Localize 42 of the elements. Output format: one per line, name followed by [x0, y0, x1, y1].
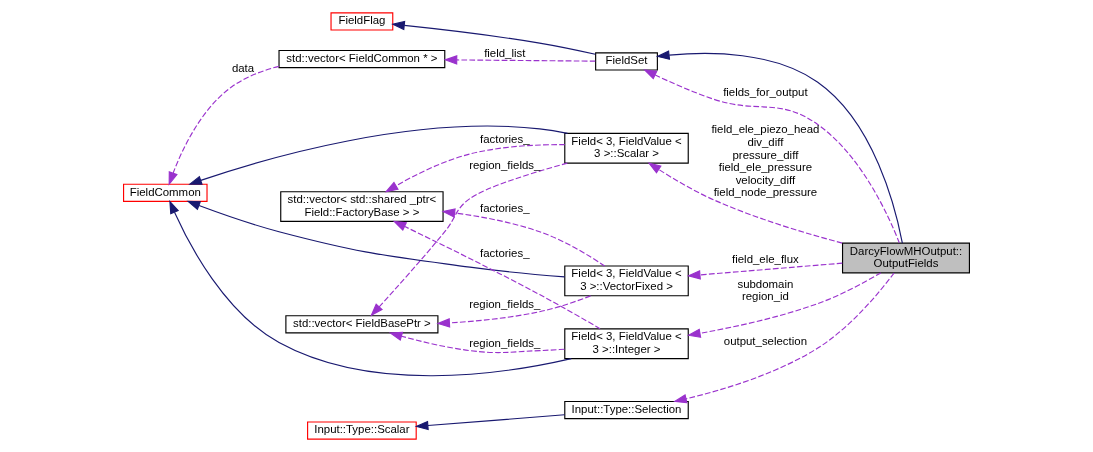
edge-label: factories_	[480, 246, 530, 259]
arrow	[686, 272, 882, 338]
edge-label: field_ele_piezo_head div_diff pressure_diff field_ele_pressure velocity_diff field_node_pressure	[711, 123, 820, 199]
arrow	[673, 272, 895, 404]
edge-label: region_fields_	[469, 298, 541, 311]
edge-label: output_selection	[723, 334, 807, 347]
node-box: FieldSet	[595, 52, 658, 71]
node-box: FieldFlag	[330, 12, 394, 31]
node-box: Input::Type::Selection	[564, 400, 689, 420]
edge-label: field_list	[484, 46, 526, 59]
arrow	[441, 208, 606, 267]
arrow	[168, 65, 280, 186]
arrow	[686, 262, 843, 280]
arrow	[384, 144, 566, 193]
arrow	[443, 55, 596, 65]
node-box: Field< 3, FieldValue < 3 >::Integer >	[564, 328, 689, 360]
arrow	[414, 414, 566, 431]
edge-label: fields_for_output	[723, 85, 808, 98]
arrow	[436, 295, 592, 328]
node-box: Field< 3, FieldValue < 3 >::VectorFixed >	[564, 265, 689, 297]
arrow	[392, 220, 601, 330]
edge-label: factories_	[480, 132, 530, 145]
node-box: std::vector< FieldBasePtr >	[285, 315, 439, 334]
arrow	[370, 162, 568, 317]
node-box: FieldCommon	[123, 183, 208, 202]
edge-label: factories_	[480, 202, 530, 215]
arrow	[391, 20, 596, 55]
edge-label: region_fields_	[469, 337, 541, 350]
edge-label: field_ele_flux	[732, 252, 799, 265]
edge-label: region_fields_	[469, 158, 541, 171]
arrow	[188, 125, 569, 185]
node-box: std::vector< std::shared _ptr< Field::FactoryBase > >	[280, 191, 444, 222]
edge-label: data	[231, 61, 255, 74]
edge-label: subdomain region_id	[737, 277, 794, 303]
arrow	[388, 331, 566, 354]
arrow	[169, 200, 572, 377]
node-box: Input::Type::Scalar	[307, 421, 417, 440]
arrow	[186, 200, 566, 278]
node-box: DarcyFlowMHOutput:: OutputFields	[841, 242, 970, 274]
node-box: std::vector< FieldCommon * >	[278, 49, 446, 69]
node-box: Field< 3, FieldValue < 3 >::Scalar >	[564, 132, 689, 164]
arrow	[647, 162, 843, 244]
